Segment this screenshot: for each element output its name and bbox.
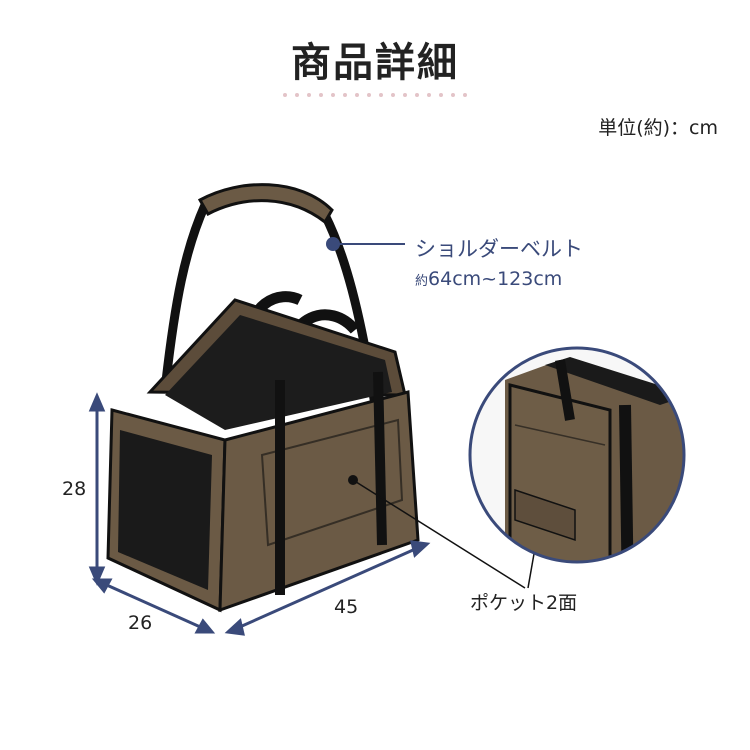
title-divider-dots <box>283 93 467 97</box>
length-range: 64cm~123cm <box>428 268 563 290</box>
shoulder-belt-length: 約64cm~123cm <box>415 268 562 290</box>
unit-label: 単位(約)：cm <box>598 117 718 139</box>
dimension-height: 28 <box>62 478 87 500</box>
dimension-depth: 26 <box>128 612 153 634</box>
dimension-width: 45 <box>334 596 359 618</box>
pocket-label: ポケット2面 <box>470 592 578 614</box>
shoulder-belt-label: ショルダーベルト <box>415 237 583 261</box>
page-title: 商品詳細 <box>291 40 459 86</box>
length-prefix: 約 <box>415 274 429 289</box>
